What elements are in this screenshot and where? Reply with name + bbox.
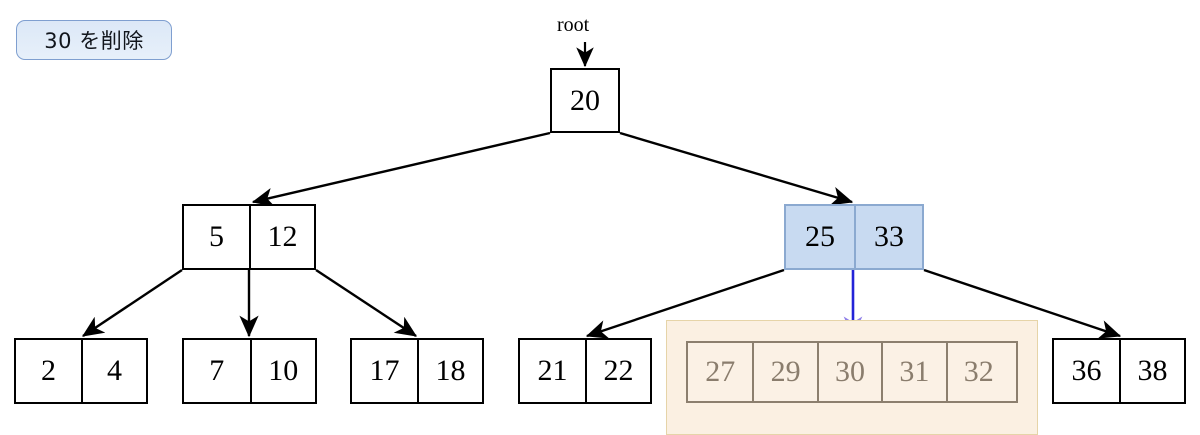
leaf-node-17-18[interactable]: 17 18 — [350, 338, 484, 404]
leaf-node-7-10[interactable]: 7 10 — [182, 338, 317, 404]
key-cell[interactable]: 2 — [41, 354, 56, 387]
key-cell-target[interactable]: 30 — [816, 343, 881, 401]
key-cell[interactable]: 12 — [249, 206, 314, 268]
leaf-node-2-4[interactable]: 2 4 — [14, 338, 148, 404]
root-node[interactable]: 20 — [550, 68, 620, 133]
key-cell[interactable]: 18 — [417, 340, 482, 402]
key-cell[interactable]: 29 — [752, 343, 816, 401]
key-cell[interactable]: 21 — [537, 354, 568, 387]
operation-badge: 30 を削除 — [16, 20, 172, 60]
key-cell[interactable]: 22 — [585, 340, 650, 402]
key-cell[interactable]: 5 — [209, 220, 224, 253]
key-cell[interactable]: 36 — [1071, 354, 1102, 387]
key-cell[interactable]: 38 — [1119, 340, 1184, 402]
key-cell[interactable]: 27 — [705, 355, 736, 388]
key-cell[interactable]: 32 — [945, 343, 1010, 401]
key-cell[interactable]: 33 — [854, 206, 922, 268]
edge-root-to-right-internal — [619, 131, 854, 206]
key-cell[interactable]: 10 — [249, 340, 316, 402]
leaf-node-36-38[interactable]: 36 38 — [1052, 338, 1186, 404]
key-cell[interactable]: 20 — [570, 83, 600, 117]
key-cell[interactable]: 31 — [881, 343, 945, 401]
key-cell[interactable]: 7 — [209, 354, 225, 387]
edge-left-internal-to-leaf-17-18 — [315, 268, 418, 338]
edge-root-to-left-internal — [251, 131, 551, 207]
key-cell[interactable]: 17 — [369, 354, 400, 387]
internal-node-right[interactable]: 25 33 — [784, 204, 924, 270]
overflow-leaf-node[interactable]: 27 29 30 31 32 — [686, 341, 1018, 403]
key-cell[interactable]: 4 — [81, 340, 146, 402]
internal-node-left[interactable]: 5 12 — [182, 204, 316, 270]
edge-left-internal-to-leaf-2-4 — [82, 269, 183, 337]
key-cell[interactable]: 25 — [805, 220, 835, 253]
leaf-node-21-22[interactable]: 21 22 — [518, 338, 652, 404]
root-label: root — [557, 14, 590, 36]
